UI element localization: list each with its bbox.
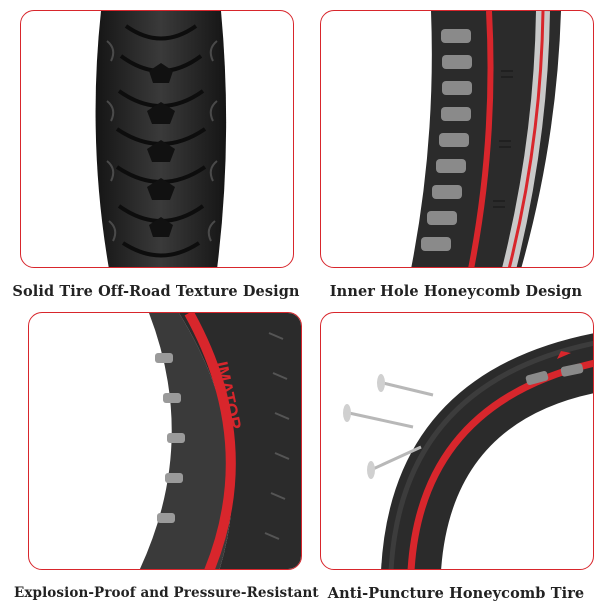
screw-icon: [367, 445, 422, 479]
honeycomb-inner-panel: [320, 10, 594, 268]
tread-texture-panel: [20, 10, 294, 268]
screw-icon: [343, 404, 414, 429]
screw-icon: [377, 374, 434, 397]
caption-anti-puncture: Anti-Puncture Honeycomb Tire: [327, 585, 585, 602]
caption-tread-texture: Solid Tire Off-Road Texture Design: [12, 283, 300, 300]
explosion-proof-image: IMATOR: [139, 313, 301, 569]
caption-honeycomb-inner: Inner Hole Honeycomb Design: [329, 283, 583, 300]
tread-texture-image: [95, 11, 227, 267]
anti-puncture-image: [343, 333, 593, 569]
caption-explosion-proof: Explosion-Proof and Pressure-Resistant: [14, 585, 319, 601]
explosion-proof-panel: IMATOR: [28, 312, 302, 570]
honeycomb-inner-image: [411, 11, 561, 267]
anti-puncture-panel: [320, 312, 594, 570]
